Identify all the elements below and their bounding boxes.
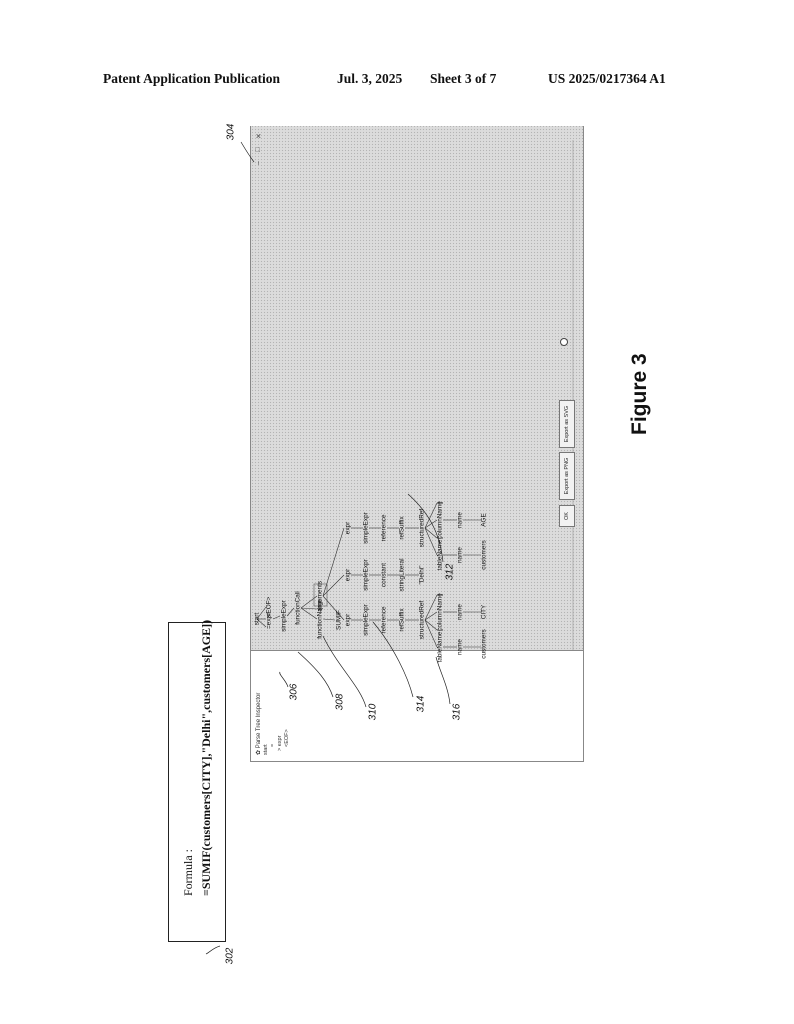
leader-312 (407, 493, 444, 563)
callout-302: 302 (224, 947, 236, 965)
callout-leaders (205, 141, 451, 955)
callout-312: 312 (444, 563, 456, 581)
edge (300, 607, 318, 620)
leader-302 (205, 945, 221, 955)
highlight-arguments (313, 583, 328, 607)
edge (322, 618, 336, 621)
callout-310: 310 (367, 703, 379, 721)
edge (424, 519, 438, 529)
leader-310 (322, 635, 367, 708)
edge (424, 619, 438, 648)
header-number: US 2025/0217364 A1 (548, 71, 666, 86)
leader-304 (240, 141, 255, 163)
parse-tree-canvas[interactable]: – □ ✕ (251, 126, 583, 662)
leader-308 (297, 651, 334, 698)
header-sheet: Sheet 3 of 7 (430, 71, 497, 86)
leader-314 (372, 621, 414, 698)
callout-314: 314 (415, 695, 427, 713)
edge (424, 594, 438, 621)
edge (300, 595, 318, 609)
edge (424, 527, 438, 556)
callout-308: 308 (334, 693, 346, 711)
edge (272, 615, 281, 620)
edge (256, 618, 267, 628)
header-publication: Patent Application Publication (103, 71, 281, 86)
tree-edges (256, 140, 574, 650)
callout-306: 306 (288, 683, 300, 701)
edge (286, 607, 295, 617)
callout-316: 316 (451, 703, 463, 721)
edge (424, 527, 438, 539)
header-date: Jul. 3, 2025 (337, 71, 403, 86)
edge (424, 502, 438, 529)
edge (256, 606, 267, 620)
edge (424, 611, 438, 621)
edge (322, 527, 345, 597)
figure-rotated: Formula : =SUMIF(customers[CITY],"Delhi"… (168, 122, 588, 964)
edge (322, 574, 345, 597)
leader-306 (279, 671, 289, 688)
edge (322, 595, 345, 621)
edge (424, 619, 438, 631)
figure-label: Figure 3 (628, 353, 651, 435)
callout-304: 304 (225, 123, 237, 141)
parse-tree-inspector-window: ✿ Parse Tree Inspector start = > expr <E… (250, 126, 584, 762)
edge (300, 607, 318, 610)
leader-316 (435, 656, 451, 705)
